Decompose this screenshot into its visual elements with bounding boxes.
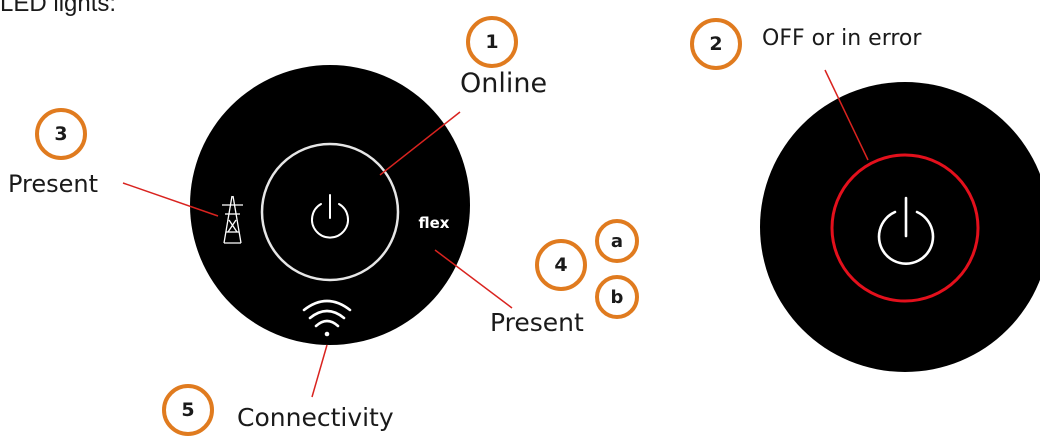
intro-text-fragment: LED lights:: [0, 0, 117, 17]
callout-badge-5: 5: [162, 384, 214, 436]
power-icon: [311, 194, 349, 239]
callout-badge-1: 1: [466, 16, 518, 68]
device-left-ring: [260, 142, 400, 282]
leader-line-online: [379, 111, 461, 176]
leader-line-off-error: [824, 69, 869, 161]
label-off-or-error: OFF or in error: [762, 26, 922, 51]
leader-line-connectivity: [311, 344, 328, 398]
device-right: [760, 82, 1040, 372]
device-right-ring: [830, 153, 980, 303]
callout-badge-3: 3: [35, 108, 87, 160]
pylon-icon: [222, 195, 243, 244]
label-grid-present: Present: [8, 170, 99, 198]
leader-line-flex: [434, 249, 513, 309]
power-icon: [877, 196, 935, 265]
flex-label: flex: [419, 214, 450, 232]
label-flex-present: Present: [490, 308, 584, 337]
wifi-icon: [302, 299, 352, 337]
device-right-face: [760, 82, 1040, 372]
label-online: Online: [460, 68, 548, 99]
leader-line-grid: [122, 182, 219, 217]
callout-badge-4a: a: [595, 219, 639, 263]
device-left: flex: [190, 65, 470, 345]
callout-badge-4b: b: [595, 275, 639, 319]
callout-badge-4: 4: [535, 239, 587, 291]
label-connectivity: Connectivity: [237, 403, 394, 432]
callout-badge-2: 2: [690, 18, 742, 70]
